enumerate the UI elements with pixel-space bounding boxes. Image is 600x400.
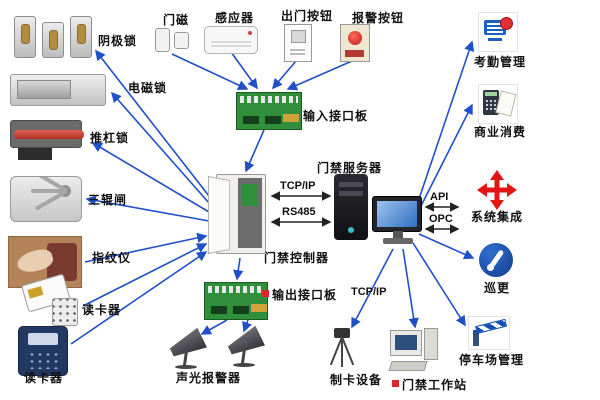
- push-bar-lock-image: [10, 116, 88, 162]
- label-card-making-device: 制卡设备: [330, 373, 383, 387]
- label-attendance-management: 考勤管理: [474, 55, 527, 69]
- blue-arrows: [70, 40, 475, 345]
- label-access-server: 门禁服务器: [317, 161, 383, 175]
- label-system-integration: 系统集成: [471, 210, 524, 224]
- card-reader-bottom-image: [18, 326, 68, 376]
- card-making-device-image: [322, 328, 362, 370]
- link-label-api: API: [430, 191, 449, 203]
- label-parking-management: 停车场管理: [459, 353, 525, 367]
- label-cathode-lock: 阴极锁: [98, 34, 138, 48]
- dark-double-arrows: [270, 191, 460, 234]
- link-label-opc: OPC: [429, 213, 453, 225]
- card-reader-top-image: [20, 273, 80, 326]
- exit-button-image: [284, 24, 312, 62]
- link-label-tcpip-workstation: TCP/IP: [351, 286, 387, 298]
- label-fingerprint-reader: 指纹仪: [92, 251, 132, 265]
- parking-management-icon: [468, 316, 510, 350]
- output-interface-board-image: [204, 282, 268, 320]
- cathode-lock-image: [14, 12, 94, 58]
- red-bullet-workstation: [392, 380, 399, 387]
- label-exit-button: 出门按钮: [281, 9, 334, 23]
- alarm-button-image: [340, 24, 370, 62]
- attendance-management-icon: [478, 12, 518, 52]
- label-sound-light-alarm: 声光报警器: [176, 371, 242, 385]
- label-alarm-button: 报警按钮: [352, 11, 405, 25]
- label-card-reader-top: 读卡器: [82, 303, 122, 317]
- access-controller-image: [208, 174, 270, 256]
- label-business-consumption: 商业消费: [474, 125, 527, 139]
- business-consumption-icon: [478, 84, 518, 124]
- label-access-workstation: 门禁工作站: [402, 378, 468, 392]
- siren-speaker-right-image: [226, 330, 268, 376]
- label-patrol: 巡更: [484, 281, 511, 295]
- label-input-interface-board: 输入接口板: [303, 109, 369, 123]
- label-magnetic-lock: 电磁锁: [128, 81, 168, 95]
- door-contact-image: [155, 28, 189, 52]
- link-label-rs485: RS485: [282, 206, 316, 218]
- siren-speaker-left-image: [168, 332, 208, 372]
- magnetic-lock-image: [10, 74, 106, 106]
- input-interface-board-image: [236, 92, 302, 130]
- access-server-image: [334, 174, 368, 240]
- red-bullet-output-board: [262, 290, 269, 297]
- label-door-contact: 门磁: [163, 13, 190, 27]
- server-monitor-image: [370, 196, 424, 248]
- label-card-reader-bottom: 读卡器: [24, 371, 64, 385]
- label-push-bar-lock: 推杠锁: [90, 131, 130, 145]
- sensor-image: [204, 26, 258, 54]
- system-integration-icon: [477, 170, 517, 210]
- access-workstation-image: [388, 328, 442, 376]
- tripod-turnstile-image: [10, 176, 82, 222]
- patrol-icon: [479, 243, 513, 277]
- label-sensor: 感应器: [215, 11, 255, 25]
- label-output-interface-board: 输出接口板: [272, 288, 338, 302]
- label-tripod-turnstile: 三辊闸: [88, 193, 128, 207]
- label-access-controller: 门禁控制器: [264, 251, 330, 265]
- link-label-tcpip-controller-server: TCP/IP: [280, 180, 316, 192]
